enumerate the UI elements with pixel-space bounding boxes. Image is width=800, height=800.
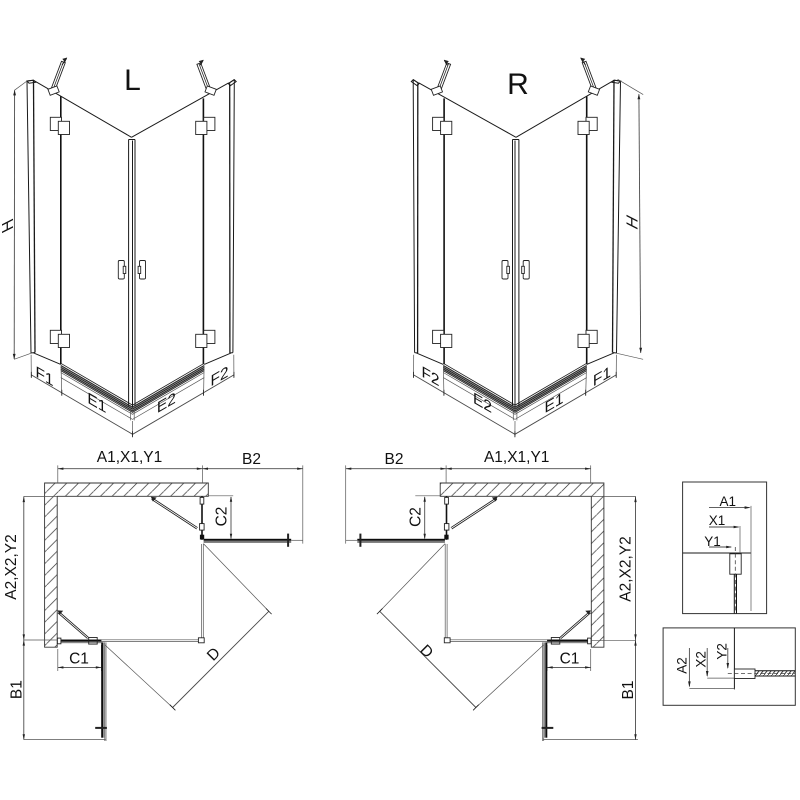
svg-text:R: R — [507, 68, 529, 101]
svg-text:F1: F1 — [35, 362, 53, 390]
svg-text:D: D — [204, 645, 224, 665]
svg-text:A1,X1,Y1: A1,X1,Y1 — [97, 449, 163, 466]
svg-text:C2: C2 — [214, 507, 231, 527]
svg-text:X1: X1 — [709, 513, 726, 528]
svg-text:A2,X2,Y2: A2,X2,Y2 — [618, 536, 635, 602]
svg-text:Y2: Y2 — [714, 643, 729, 660]
svg-text:X2: X2 — [694, 651, 709, 668]
svg-text:C1: C1 — [69, 650, 89, 667]
svg-text:D: D — [416, 642, 436, 662]
svg-text:C2: C2 — [408, 507, 425, 527]
svg-text:H: H — [623, 212, 641, 233]
svg-text:A1,X1,Y1: A1,X1,Y1 — [484, 449, 550, 466]
svg-text:F1: F1 — [593, 362, 611, 390]
svg-text:C1: C1 — [560, 650, 580, 667]
svg-text:F2: F2 — [210, 362, 228, 390]
svg-text:Y1: Y1 — [704, 534, 721, 549]
svg-text:E1: E1 — [545, 389, 564, 418]
svg-text:B1: B1 — [620, 681, 637, 700]
svg-text:A1: A1 — [720, 494, 737, 509]
svg-text:F2: F2 — [421, 362, 439, 390]
svg-text:A2,X2,Y2: A2,X2,Y2 — [3, 534, 20, 600]
svg-text:A2: A2 — [674, 657, 689, 674]
svg-text:L: L — [124, 64, 141, 97]
svg-text:B2: B2 — [385, 451, 404, 468]
svg-text:B1: B1 — [8, 680, 25, 699]
svg-text:B2: B2 — [242, 451, 261, 468]
